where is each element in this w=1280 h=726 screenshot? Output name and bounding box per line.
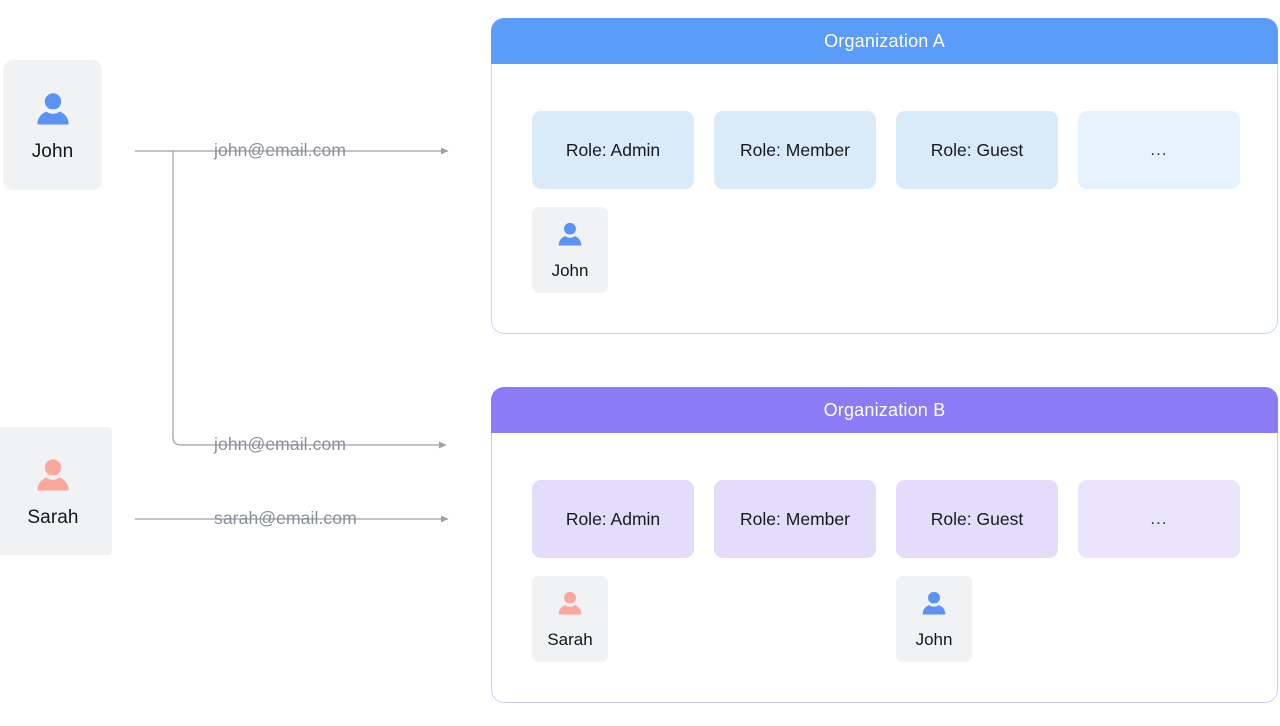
role-chip-label: Role: Admin [565, 508, 661, 529]
person-name-label: John [31, 140, 74, 162]
role-chip-admin[interactable]: Role: Admin [532, 111, 694, 189]
role-chip-member[interactable]: Role: Member [714, 480, 876, 558]
role-chip-label: ... [1150, 140, 1168, 159]
role-chip-label: Role: Admin [565, 139, 661, 160]
user-avatar-icon [31, 88, 75, 132]
member-name-label: John [915, 630, 953, 649]
organization-a-body: Role: Admin Role: Member Role: Guest ... [491, 64, 1278, 334]
member-chip-sarah[interactable]: Sarah [532, 576, 608, 662]
email-label-sarah-org-b: sarah@email.com [214, 508, 357, 528]
organization-b-body: Role: Admin Role: Member Role: Guest ... [491, 433, 1278, 703]
role-chip-member[interactable]: Role: Member [714, 111, 876, 189]
role-chip-label: Role: Guest [930, 139, 1024, 160]
organization-a-header: Organization A [491, 18, 1278, 64]
role-chip-label: Role: Member [740, 508, 850, 529]
role-chip-admin[interactable]: Role: Admin [532, 480, 694, 558]
member-chip-john[interactable]: John [532, 207, 608, 293]
organization-card-a[interactable]: Organization A Role: Admin Role: Member … [491, 18, 1278, 334]
role-chip-label: Role: Member [740, 139, 850, 160]
role-chip-guest[interactable]: Role: Guest [896, 111, 1058, 189]
user-avatar-icon [918, 588, 950, 625]
wire-john-to-org-b [172, 151, 447, 449]
member-name-label: Sarah [547, 630, 593, 649]
person-name-label: Sarah [27, 506, 79, 528]
person-card-sarah[interactable]: Sarah [0, 427, 112, 555]
organization-card-b[interactable]: Organization B Role: Admin Role: Member … [491, 387, 1278, 703]
member-name-label: John [551, 261, 589, 280]
email-label-john-org-a: john@email.com [214, 140, 346, 160]
member-chip-john[interactable]: John [896, 576, 972, 662]
role-chip-label: Role: Guest [930, 508, 1024, 529]
connector-wires [135, 147, 449, 523]
role-chip-guest[interactable]: Role: Guest [896, 480, 1058, 558]
organization-a-title: Organization A [824, 30, 945, 51]
role-chip-more[interactable]: ... [1078, 111, 1240, 189]
user-avatar-icon [554, 588, 586, 625]
email-label-john-org-b: john@email.com [214, 434, 346, 454]
role-chip-label: ... [1150, 509, 1168, 528]
organization-b-title: Organization B [823, 399, 946, 420]
user-avatar-icon [554, 219, 586, 256]
organization-b-header: Organization B [491, 387, 1278, 433]
person-card-john[interactable]: John [3, 60, 102, 190]
user-avatar-icon [31, 454, 75, 498]
role-chip-more[interactable]: ... [1078, 480, 1240, 558]
